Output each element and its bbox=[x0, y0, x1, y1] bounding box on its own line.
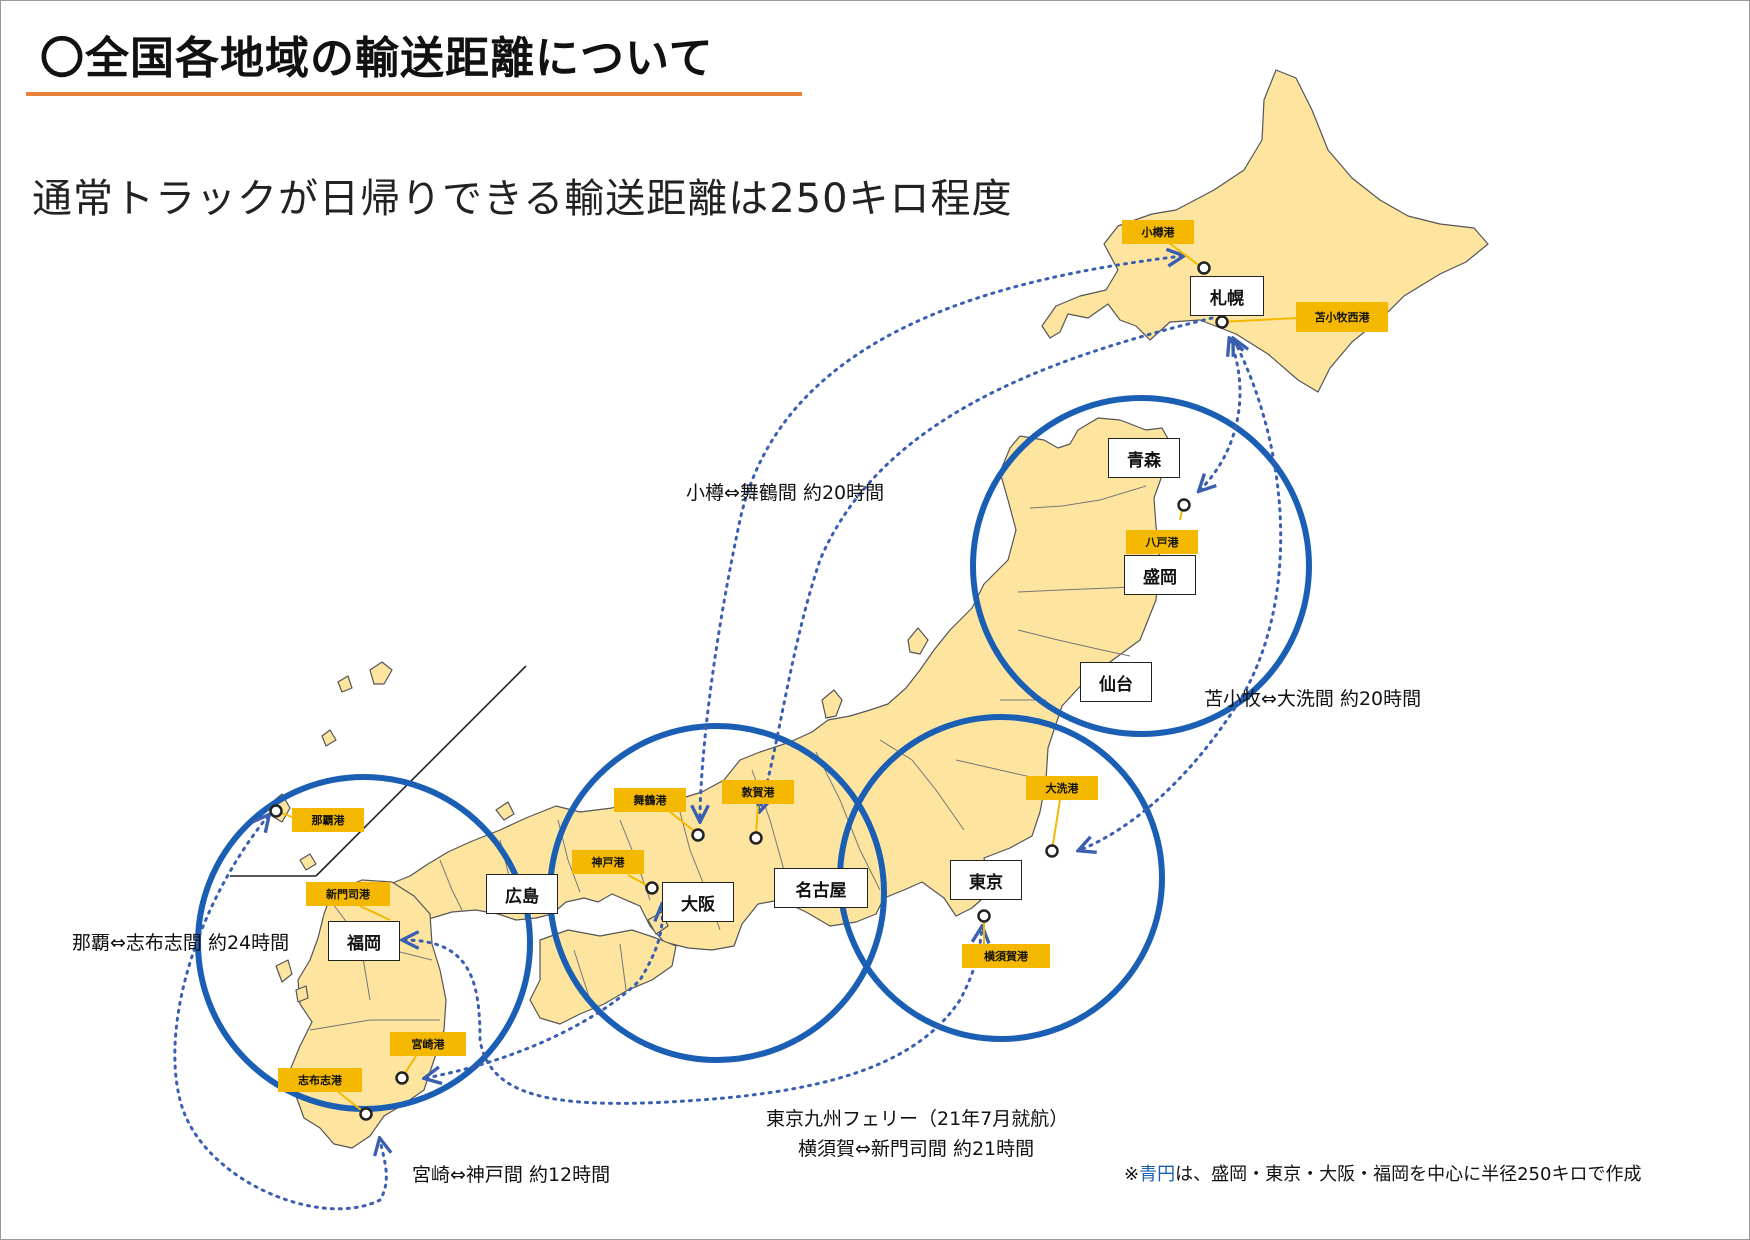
port-label-shibushi: 志布志港 bbox=[278, 1068, 362, 1092]
ferry-routes bbox=[173, 256, 1283, 1211]
hokkaido-shape bbox=[1041, 69, 1489, 393]
sado-island bbox=[907, 627, 929, 655]
port-label-tomakomai: 苫小牧西港 bbox=[1296, 302, 1388, 332]
miyazaki-port-dot bbox=[395, 1071, 409, 1085]
city-label-nagoya: 名古屋 bbox=[774, 868, 868, 908]
port-label-shinmoji: 新門司港 bbox=[306, 882, 390, 906]
port-dots bbox=[269, 261, 1229, 1121]
route-yokosuka-shinmoji bbox=[404, 928, 982, 1105]
city-label-osaka: 大阪 bbox=[662, 882, 734, 922]
city-label-sendai: 仙台 bbox=[1080, 662, 1152, 702]
route-label-yokosuka-shinmoji: 横須賀⇔新門司間 約21時間 bbox=[798, 1138, 1035, 1160]
maizuru-port-dot bbox=[691, 828, 705, 842]
port-label-tsuruga: 敦賀港 bbox=[722, 780, 794, 804]
route-otaru-tsuruga bbox=[760, 316, 1214, 810]
tomakomai-port-dot bbox=[1215, 315, 1229, 329]
route-label-tomakomai-oarai: 苫小牧⇔大洗間 約20時間 bbox=[1204, 688, 1422, 710]
port-label-yokosuka: 横須賀港 bbox=[962, 944, 1050, 968]
slide-title: 〇全国各地域の輸送距離について bbox=[40, 33, 714, 84]
port-label-naha: 那覇港 bbox=[292, 808, 364, 832]
small-island bbox=[321, 729, 337, 747]
city-label-fukuoka: 福岡 bbox=[328, 921, 400, 961]
slide-subtitle: 通常トラックが日帰りできる輸送距離は250キロ程度 bbox=[32, 176, 1013, 222]
yokosuka-port-dot bbox=[977, 909, 991, 923]
port-label-miyazaki: 宮崎港 bbox=[390, 1032, 466, 1056]
port-label-maizuru: 舞鶴港 bbox=[614, 788, 686, 812]
iki-island bbox=[299, 853, 317, 871]
oki-islands bbox=[495, 801, 515, 821]
kobe-port-dot bbox=[645, 881, 659, 895]
naha-port-dot bbox=[269, 804, 283, 818]
city-label-hiroshima: 広島 bbox=[486, 874, 558, 914]
hachinohe-port-dot bbox=[1177, 498, 1191, 512]
route-label-tokyo-kyushu-ferry: 東京九州フェリー（21年7月就航） bbox=[766, 1108, 1069, 1130]
tsuruga-port-dot bbox=[749, 831, 763, 845]
route-otaru-maizuru bbox=[700, 256, 1182, 820]
port-label-oarai: 大洗港 bbox=[1026, 776, 1098, 800]
footnote-text: は、盛岡・東京・大阪・福岡を中心に半径250キロで作成 bbox=[1175, 1164, 1642, 1185]
shibushi-port-dot bbox=[359, 1107, 373, 1121]
city-label-morioka: 盛岡 bbox=[1124, 555, 1196, 595]
city-label-sapporo: 札幌 bbox=[1190, 276, 1264, 316]
route-label-naha-shibushi: 那覇⇔志布志間 約24時間 bbox=[72, 932, 290, 954]
title-underline bbox=[26, 92, 802, 96]
route-label-miyazaki-kobe: 宮崎⇔神戸間 約12時間 bbox=[412, 1164, 611, 1186]
route-label-otaru-maizuru: 小樽⇔舞鶴間 約20時間 bbox=[686, 482, 885, 504]
dokdo-island bbox=[337, 661, 393, 693]
port-label-otaru: 小樽港 bbox=[1122, 220, 1194, 244]
port-label-hachinohe: 八戸港 bbox=[1126, 530, 1198, 554]
noto-peninsula bbox=[821, 689, 843, 719]
footnote-blue-circle-term: 青円 bbox=[1139, 1164, 1176, 1185]
port-label-kobe: 神戸港 bbox=[572, 850, 644, 874]
footnote: ※青円は、盛岡・東京・大阪・福岡を中心に半径250キロで作成 bbox=[1124, 1160, 1641, 1186]
otaru-port-dot bbox=[1197, 261, 1211, 275]
city-label-aomori: 青森 bbox=[1108, 438, 1180, 478]
oarai-port-dot bbox=[1045, 844, 1059, 858]
footnote-prefix: ※ bbox=[1124, 1164, 1140, 1185]
city-label-tokyo: 東京 bbox=[950, 860, 1022, 900]
